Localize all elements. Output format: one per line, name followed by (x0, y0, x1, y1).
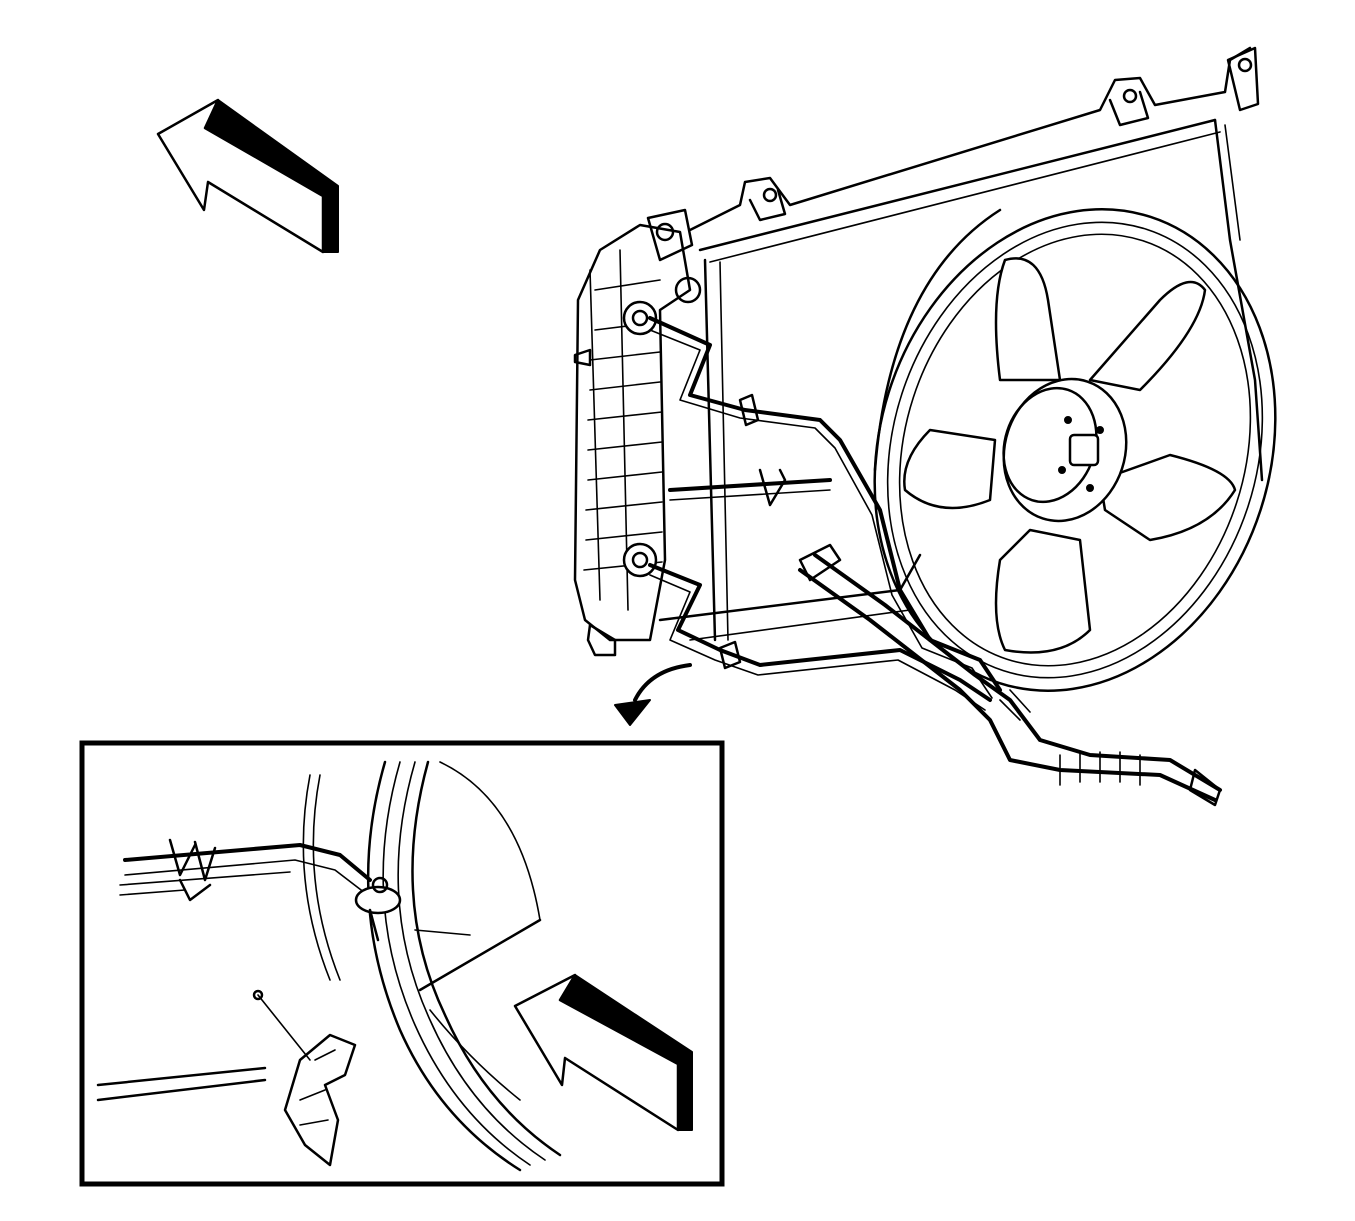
detail-inset (79, 740, 725, 1187)
direction-arrow-icon (156, 98, 339, 254)
radiator-fan-assembly (573, 46, 1277, 807)
curved-arrow-icon (614, 663, 692, 726)
direction-arrow-icon (513, 973, 693, 1132)
